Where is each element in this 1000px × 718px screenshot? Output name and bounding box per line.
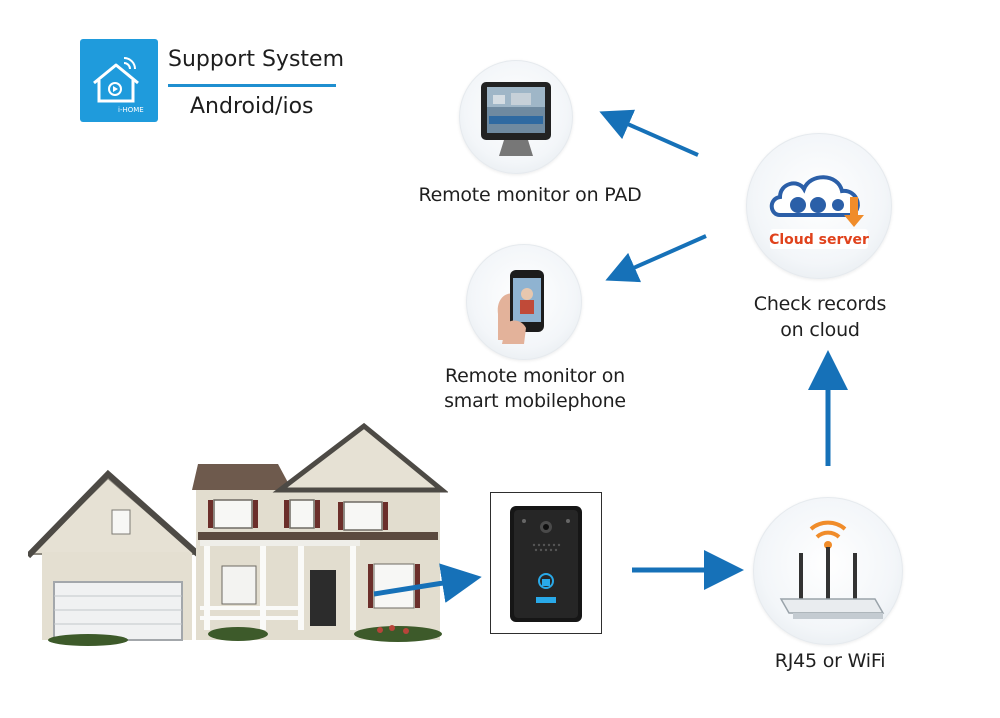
- cloud-label-line2: on cloud: [780, 319, 860, 341]
- support-system-subtitle: Android/ios: [190, 94, 314, 119]
- logo-text: i-HOME: [118, 106, 144, 114]
- arrow-cloud-to-phone: [605, 234, 707, 283]
- router-node: [753, 497, 903, 645]
- phone-label-line1: Remote monitor on: [445, 365, 625, 387]
- cloud-label-line1: Check records: [753, 293, 887, 315]
- smartphone-icon: [497, 270, 544, 344]
- title-divider: [168, 84, 336, 87]
- house-image: [28, 420, 448, 648]
- pad-label: Remote monitor on PAD: [418, 184, 642, 206]
- cloud-server-badge: Cloud server: [769, 232, 869, 248]
- router-label: RJ45 or WiFi: [774, 650, 886, 672]
- tablet-icon: [481, 82, 551, 156]
- cloud-server-icon: Cloud server: [769, 175, 869, 249]
- phone-label-line2: smart mobilephone: [444, 390, 626, 412]
- i-home-app-icon: i-HOME: [80, 39, 158, 122]
- arrow-cloud-to-pad: [599, 109, 699, 157]
- arrow-house-to-doorbell: [373, 563, 482, 603]
- doorbell-frame: [490, 492, 602, 634]
- phone-node: [466, 244, 582, 360]
- cloud-server-node: Cloud server: [746, 133, 892, 279]
- router-icon: [779, 520, 885, 619]
- support-system-title: Support System: [168, 47, 344, 72]
- video-doorbell-icon: [510, 506, 582, 622]
- pad-node: [459, 60, 573, 174]
